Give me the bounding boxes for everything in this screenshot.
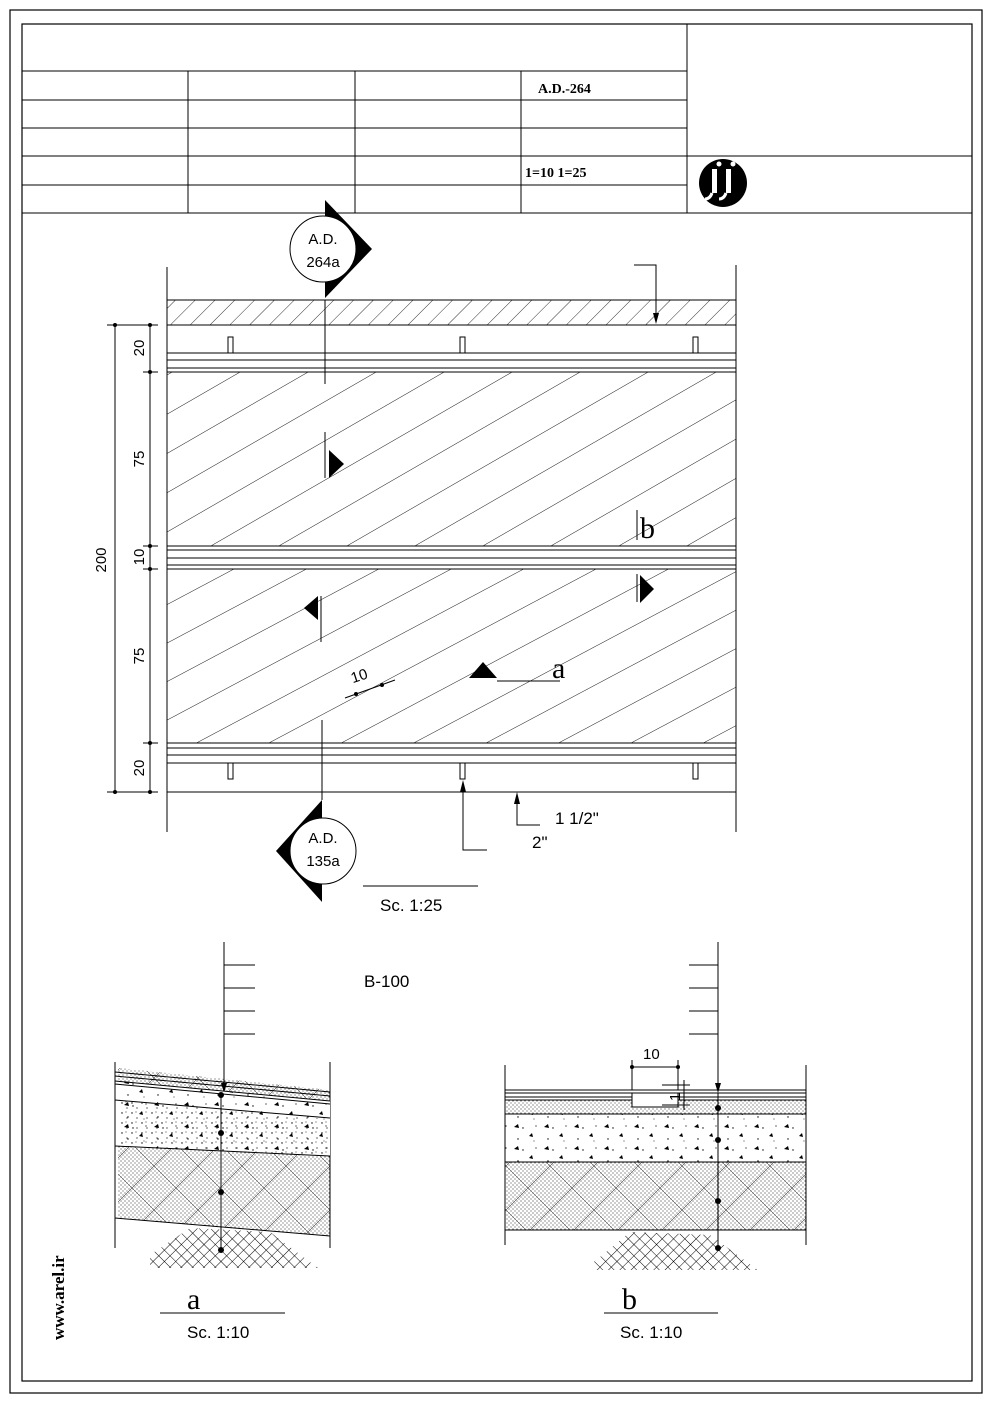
detail-b-label: b [622,1283,637,1316]
dim-seg-3: 10 [131,549,148,566]
outer-border [9,9,983,1394]
plan-scale-label: Sc. 1:25 [380,896,442,915]
dim-seg-1: 20 [131,340,148,357]
marker-bottom-line1: A.D. [308,830,337,847]
detail-b-dim: 10 [643,1046,660,1063]
section-marker-top[interactable]: A.D. 264a [289,200,372,298]
detail-b-small-dim: 1 [667,1093,684,1101]
dim-hatch-spacing: 10 [349,666,370,687]
dim-seg-5: 20 [131,760,148,777]
detail-b: 10 1 b Sc. 1:10 [504,942,807,1342]
marker-top-line1: A.D. [308,231,337,248]
upper-field-hatch [167,372,736,546]
dim-seg-4: 75 [131,648,148,665]
section-marker-bottom[interactable]: A.D. 135a [276,800,357,902]
watermark-text[interactable]: www.arel.ir [49,1255,68,1340]
dim-seg-2: 75 [131,451,148,468]
marker-bottom-line2: 135a [306,853,340,870]
marker-top-line2: 264a [306,254,340,271]
jj-logo-icon [699,159,747,207]
floor-plan: 200 20 75 10 75 20 10 A.D. 264a A.D. 135… [93,200,737,915]
inner-border [21,23,973,1382]
detail-note: B-100 [364,972,409,991]
detail-a: a Sc. 1:10 [114,942,331,1342]
detail-a-label: a [187,1283,200,1316]
dim-total: 200 [93,547,110,572]
detail-b-scale: Sc. 1:10 [620,1323,682,1342]
section-label-a[interactable]: a [552,652,565,685]
top-border-hatch [167,300,736,325]
note-inch: 2" [532,833,548,852]
drawing-number: A.D.-264 [538,82,591,97]
note-fraction: 1 1/2" [555,809,599,828]
section-label-b[interactable]: b [640,512,655,545]
detail-a-scale: Sc. 1:10 [187,1323,249,1342]
scale-text: 1=10 1=25 [525,166,586,181]
title-block: A.D.-264 1=10 1=25 [22,24,972,214]
lower-field-hatch [167,569,736,743]
